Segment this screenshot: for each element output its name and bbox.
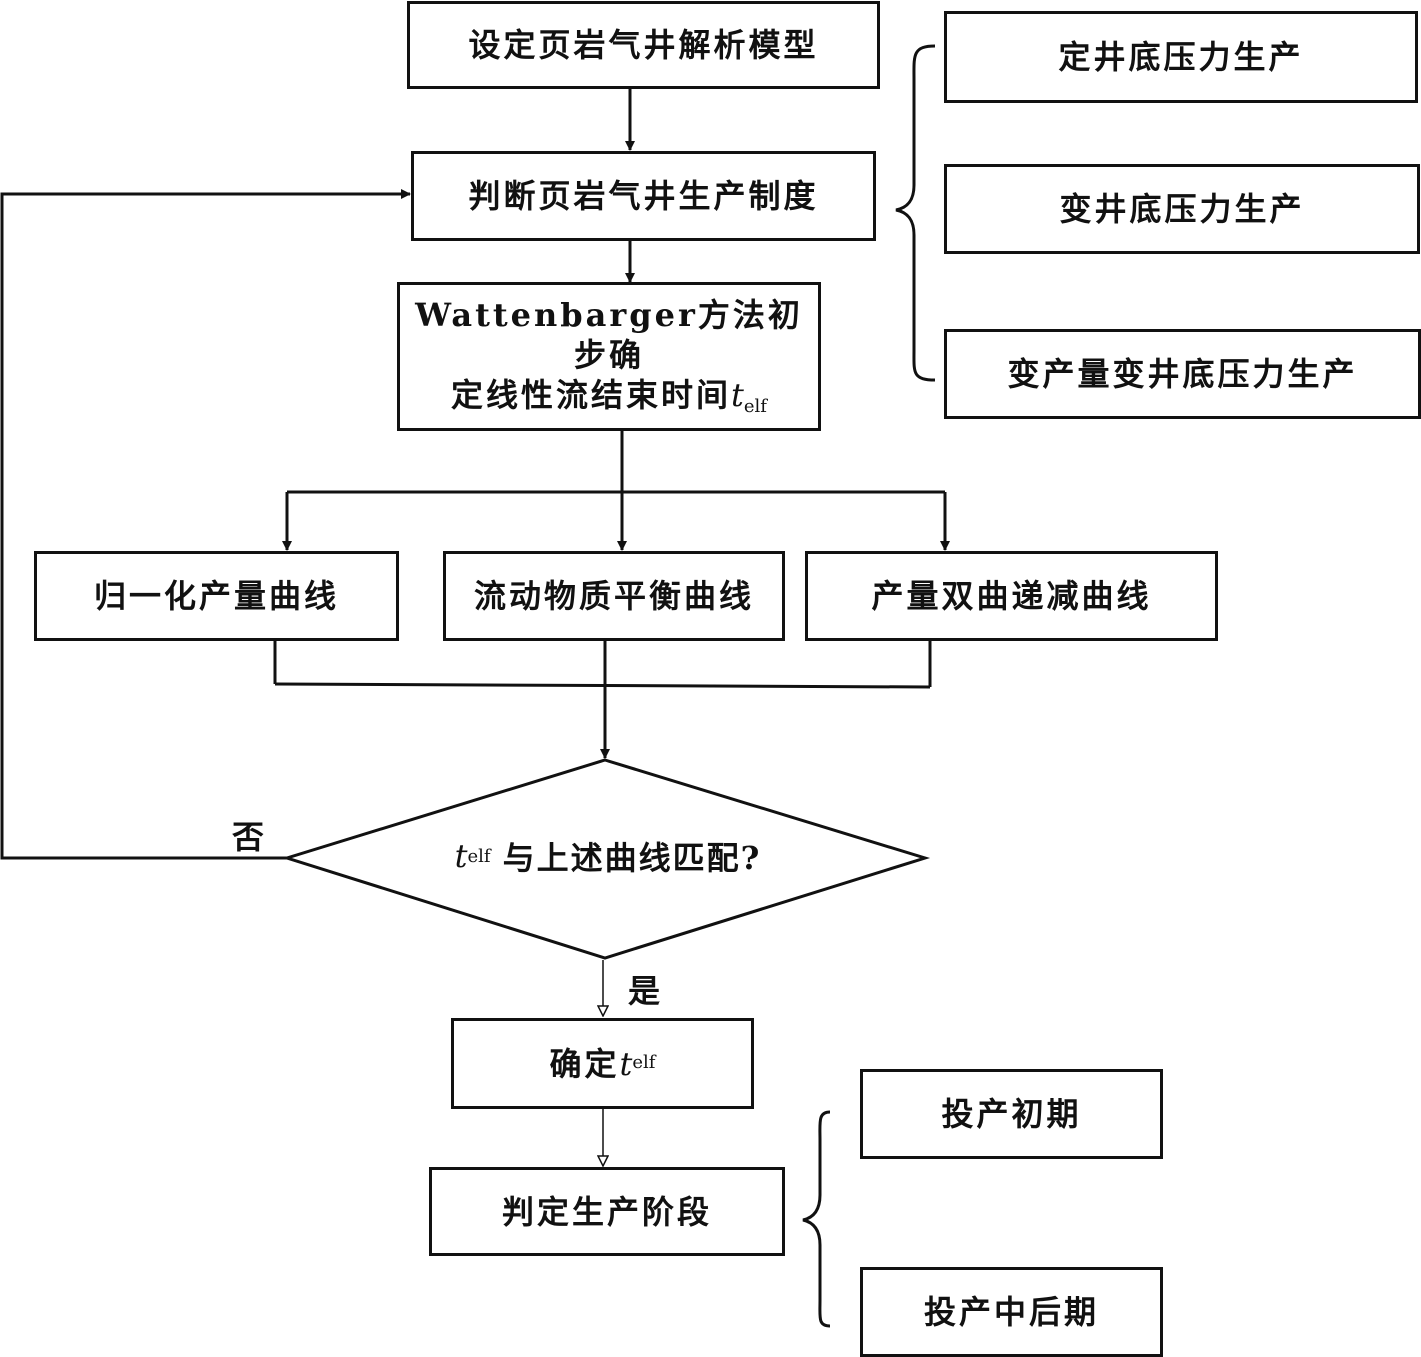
decision-question: 与上述曲线匹配? bbox=[502, 839, 762, 877]
determine-text: 确定 bbox=[549, 1044, 620, 1083]
determine-t-symbol: t bbox=[619, 1044, 633, 1083]
wattenbarger-box: Wattenbarger方法初步确 定线性流结束时间telf bbox=[397, 282, 821, 431]
yes-label: 是 bbox=[628, 972, 664, 1010]
regime-brace bbox=[895, 44, 936, 382]
hyperbolic-decline-box: 产量双曲递减曲线 bbox=[805, 551, 1218, 641]
stage-box-early: 投产初期 bbox=[860, 1069, 1163, 1159]
judge-regime-box: 判断页岩气井生产制度 bbox=[411, 151, 876, 241]
decision-t-symbol: t bbox=[454, 837, 468, 875]
arrow-no-loop bbox=[0, 189, 411, 860]
stage-brace bbox=[802, 1110, 831, 1328]
regime-box-variable-rate-bhp: 变产量变井底压力生产 bbox=[944, 329, 1421, 419]
regime-box-variable-bhp: 变井底压力生产 bbox=[944, 164, 1420, 254]
set-model-box: 设定页岩气井解析模型 bbox=[407, 1, 880, 89]
t-subscript: elf bbox=[743, 395, 767, 417]
flowing-material-balance-box: 流动物质平衡曲线 bbox=[443, 551, 785, 641]
judge-stage-box: 判定生产阶段 bbox=[429, 1167, 785, 1256]
t-symbol: t bbox=[731, 375, 744, 414]
wattenbarger-line2: 定线性流结束时间telf bbox=[451, 375, 767, 419]
no-label: 否 bbox=[232, 818, 268, 856]
wattenbarger-line2-text: 定线性流结束时间 bbox=[451, 375, 732, 414]
regime-box-constant-bhp: 定井底压力生产 bbox=[944, 11, 1418, 103]
determine-t-subscript: elf bbox=[632, 1052, 656, 1074]
stage-box-mid-late: 投产中后期 bbox=[860, 1267, 1163, 1357]
normalized-rate-box: 归一化产量曲线 bbox=[34, 551, 399, 641]
wattenbarger-line1: Wattenbarger方法初步确 bbox=[415, 295, 803, 374]
decision-t-subscript: elf bbox=[467, 845, 491, 867]
line-merge-horizontal bbox=[274, 682, 931, 689]
decision-diamond bbox=[281, 758, 931, 960]
